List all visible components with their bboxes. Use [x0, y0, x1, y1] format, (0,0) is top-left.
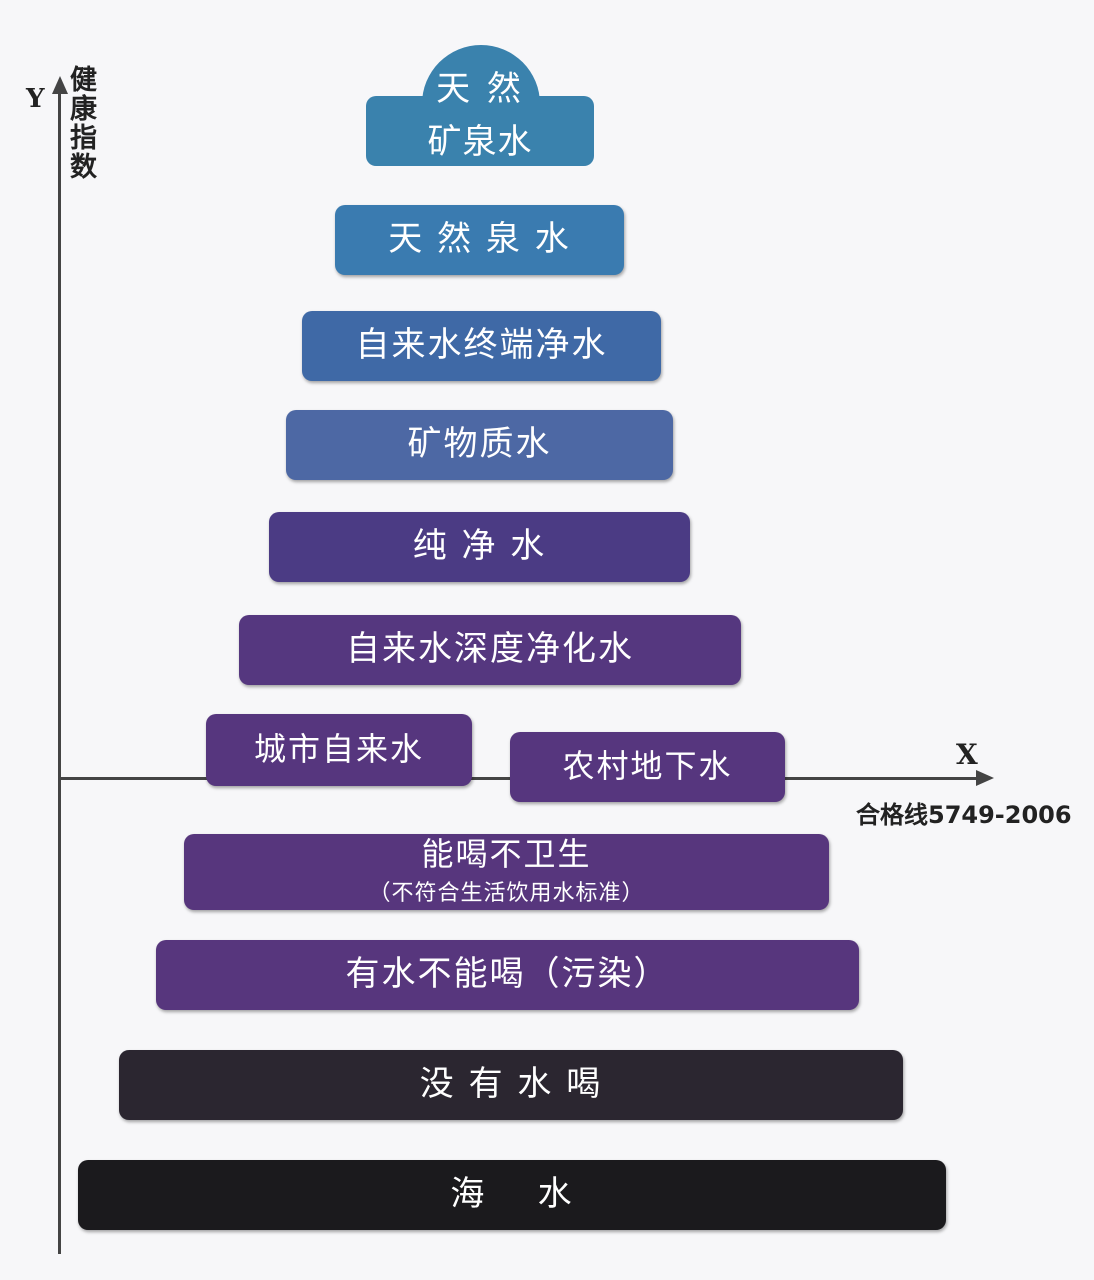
level-no-water: 没 有 水 喝 [119, 1050, 903, 1120]
level-label: 城市自来水 [253, 730, 424, 769]
y-axis-label: 健康指数 [70, 65, 97, 183]
level-label: 纯 净 水 [412, 526, 547, 567]
level-natural-mineral-water-line2: 矿泉水 [427, 122, 533, 162]
x-axis-label: 合格线5749-2006 [856, 801, 1072, 829]
level-seawater: 海 水 [78, 1160, 946, 1230]
level-deep-purified-tap-water: 自来水深度净化水 [239, 615, 741, 685]
level-label: 农村地下水 [562, 747, 733, 786]
level-label: 矿物质水 [407, 424, 552, 465]
level-label: 自来水终端净水 [355, 325, 608, 366]
level-city-tap-water: 城市自来水 [206, 714, 472, 786]
level-rural-groundwater: 农村地下水 [510, 732, 785, 802]
level-pure-water: 纯 净 水 [269, 512, 690, 582]
level-polluted-water: 有水不能喝（污染） [156, 940, 859, 1010]
level-drinkable-unhygienic: 能喝不卫生 （不符合生活饮用水标准） [184, 834, 829, 910]
level-label: 能喝不卫生 [421, 835, 592, 874]
level-label: 海 水 [450, 1174, 574, 1215]
level-label: 自来水深度净化水 [346, 629, 634, 670]
level-natural-mineral-water [366, 96, 594, 166]
x-axis-arrow [976, 770, 994, 786]
y-axis-line [58, 92, 61, 1254]
level-tap-terminal-purified-water: 自来水终端净水 [302, 311, 661, 381]
level-label: 天 然 泉 水 [388, 219, 571, 260]
level-natural-mineral-water-text: 天 然 矿泉水 [366, 62, 594, 162]
level-sublabel: （不符合生活饮用水标准） [368, 880, 645, 906]
level-label: 没 有 水 喝 [419, 1064, 603, 1105]
level-natural-mineral-water-line1: 天 然 [436, 69, 524, 109]
y-axis-arrow [52, 76, 68, 94]
y-axis-letter: Y [26, 84, 45, 114]
level-natural-spring-water: 天 然 泉 水 [335, 205, 624, 275]
x-axis-letter: X [956, 738, 978, 771]
level-label: 有水不能喝（污染） [345, 954, 670, 995]
level-mineralized-water: 矿物质水 [286, 410, 673, 480]
